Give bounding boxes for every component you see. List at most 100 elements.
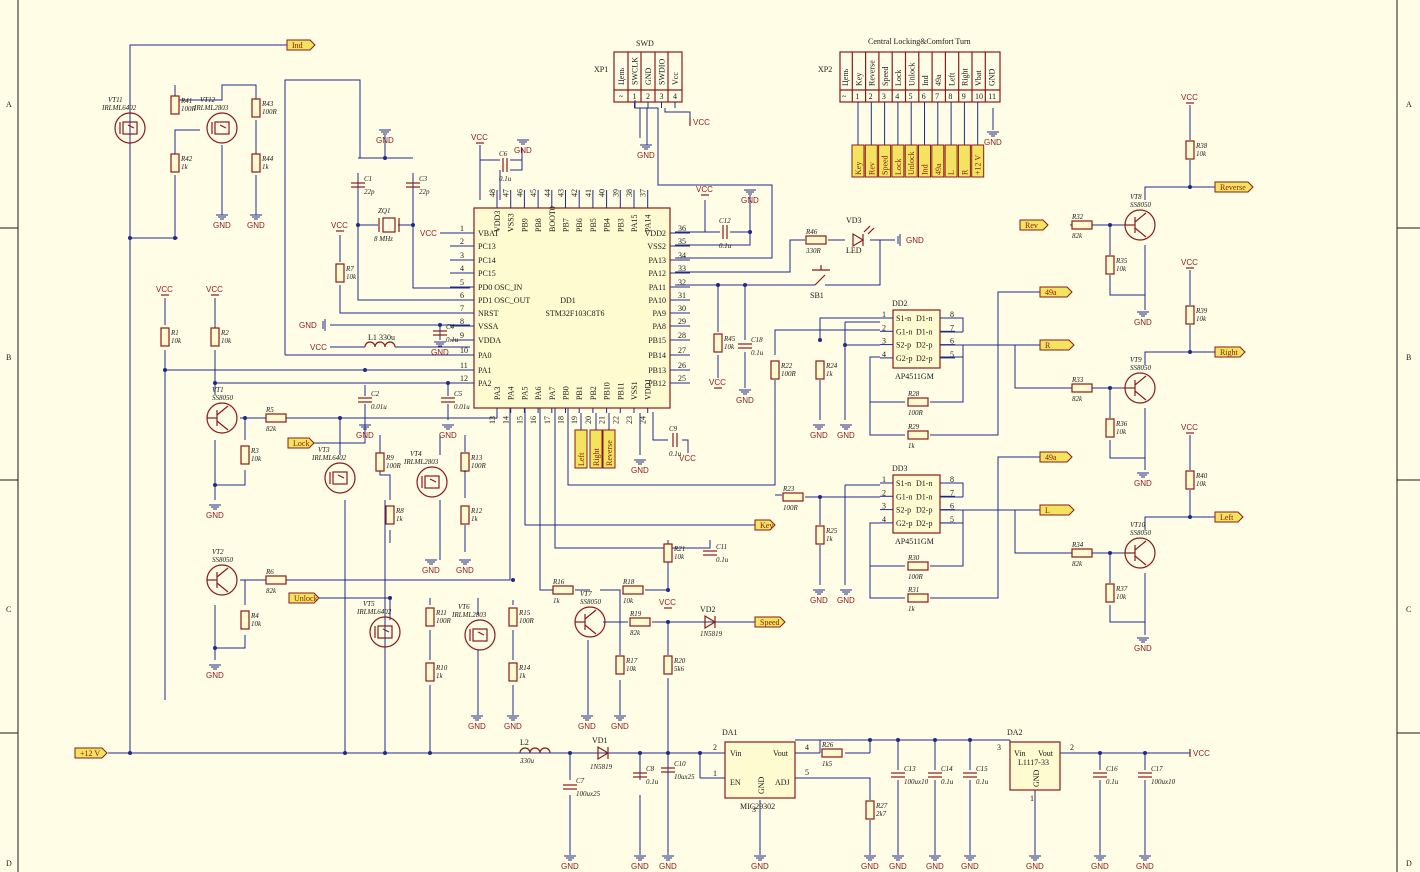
svg-text:D2-p: D2-p bbox=[916, 341, 932, 350]
row-label-a-right: A bbox=[1406, 100, 1412, 109]
junction-dot bbox=[1108, 223, 1112, 227]
xp2-pin-7: 49a bbox=[934, 74, 943, 86]
ground-symbol: GND bbox=[741, 189, 759, 205]
svg-text:2: 2 bbox=[1070, 743, 1074, 752]
svg-text:10: 10 bbox=[975, 92, 983, 101]
svg-text:49a: 49a bbox=[1045, 288, 1057, 297]
mcu-pin-pa8: PA8 bbox=[653, 322, 667, 331]
svg-text:2: 2 bbox=[869, 92, 873, 101]
svg-text:R26: R26 bbox=[821, 741, 834, 749]
mcu-pin-pc15: PC15 bbox=[478, 269, 496, 278]
svg-text:IRLML6402: IRLML6402 bbox=[311, 454, 347, 462]
mcu-pin-pa11: PA11 bbox=[649, 283, 666, 292]
transistor-group: VT11IRLML6402VT12IRLML2803VT1SS8050VT2SS… bbox=[101, 96, 1156, 651]
svg-text:35: 35 bbox=[678, 237, 686, 246]
junction-dot bbox=[933, 738, 937, 742]
svg-text:2: 2 bbox=[882, 488, 886, 497]
regulator-da1: DA1 MIC29302 Vin Vout EN ADJ GND 2 4 1 5… bbox=[713, 728, 809, 814]
mcu-pin-pb14: PB14 bbox=[648, 351, 666, 360]
svg-text:26: 26 bbox=[678, 361, 686, 370]
ground-symbol: GND bbox=[1136, 855, 1154, 871]
svg-text:3: 3 bbox=[660, 92, 664, 101]
junction-dot bbox=[243, 416, 247, 420]
junction-dot bbox=[868, 738, 872, 742]
svg-text:IRLML2803: IRLML2803 bbox=[403, 458, 439, 466]
vcc-label: VCC bbox=[659, 598, 676, 609]
svg-text:LED: LED bbox=[846, 246, 862, 255]
svg-text:VCC: VCC bbox=[696, 185, 713, 194]
svg-text:3: 3 bbox=[460, 251, 464, 260]
junction-dot bbox=[173, 236, 177, 240]
ground-symbol: GND bbox=[659, 855, 677, 871]
svg-text:R28: R28 bbox=[907, 390, 920, 398]
da2-ref: DA2 bbox=[1007, 728, 1023, 737]
svg-text:VT12: VT12 bbox=[200, 96, 216, 104]
mcu-pin-nrst: NRST bbox=[478, 309, 499, 318]
da1-ref: DA1 bbox=[722, 728, 738, 737]
xp1-pin-3: SWDIO bbox=[658, 59, 667, 85]
svg-text:3: 3 bbox=[752, 805, 756, 814]
svg-text:9: 9 bbox=[460, 331, 464, 340]
svg-text:100ux10: 100ux10 bbox=[1151, 778, 1176, 786]
ground-symbol: GND bbox=[439, 424, 457, 440]
svg-text:IRLML6402: IRLML6402 bbox=[101, 104, 137, 112]
net-tag-lock: Lock bbox=[287, 437, 315, 449]
vcc-label: VCC bbox=[1181, 423, 1198, 434]
svg-text:R39: R39 bbox=[1195, 307, 1208, 315]
ground-symbol: GND bbox=[514, 139, 532, 155]
svg-text:36: 36 bbox=[678, 224, 686, 233]
svg-text:C9: C9 bbox=[669, 425, 678, 433]
row-label-c-right: C bbox=[1406, 605, 1411, 614]
svg-text:1: 1 bbox=[882, 310, 886, 319]
vcc-label: VCC bbox=[1181, 258, 1198, 269]
svg-text:GND: GND bbox=[561, 862, 579, 871]
mcu-pin-pb7: PB7 bbox=[562, 218, 571, 232]
ground-symbol: GND bbox=[1026, 855, 1044, 871]
svg-text:GND: GND bbox=[376, 136, 394, 145]
mcu-pin-pa9: PA9 bbox=[653, 309, 667, 318]
svg-text:C1: C1 bbox=[364, 175, 372, 183]
mcu-tag-pin_left bbox=[574, 429, 588, 469]
svg-text:1k: 1k bbox=[181, 163, 189, 171]
svg-text:100R: 100R bbox=[386, 462, 402, 470]
svg-text:2: 2 bbox=[713, 743, 717, 752]
ground-symbol: GND bbox=[422, 559, 440, 575]
row-label-b-right: B bbox=[1406, 353, 1411, 362]
vcc-label: VCC bbox=[709, 378, 726, 389]
ground-symbol: GND bbox=[889, 855, 907, 871]
svg-text:R: R bbox=[1045, 341, 1051, 350]
svg-text:23: 23 bbox=[625, 416, 634, 424]
mcu-pin-vbat: VBAT bbox=[478, 229, 499, 238]
mcu-pin-pa14: PA14 bbox=[644, 215, 653, 233]
svg-text:VD2: VD2 bbox=[700, 605, 716, 614]
ground-symbol: GND bbox=[1134, 311, 1152, 327]
svg-text:VCC: VCC bbox=[709, 378, 726, 387]
svg-text:VCC: VCC bbox=[1181, 258, 1198, 267]
svg-text:R30: R30 bbox=[907, 554, 920, 562]
svg-text:1k: 1k bbox=[471, 515, 479, 523]
svg-text:GND: GND bbox=[1134, 644, 1152, 653]
svg-text:VT8: VT8 bbox=[1130, 193, 1142, 201]
svg-text:SS8050: SS8050 bbox=[212, 394, 234, 402]
mcu-pin-pc13: PC13 bbox=[478, 242, 496, 251]
xp1-title: SWD bbox=[636, 39, 654, 48]
vcc-label: VCC bbox=[1189, 749, 1210, 758]
junction-dot bbox=[511, 578, 515, 582]
diode-vd2: VD2 1N5819 bbox=[700, 605, 723, 638]
svg-text:C16: C16 bbox=[1106, 765, 1118, 773]
svg-text:VT4: VT4 bbox=[410, 450, 422, 458]
svg-text:49a: 49a bbox=[1045, 453, 1057, 462]
ground-symbol: GND bbox=[376, 129, 394, 145]
